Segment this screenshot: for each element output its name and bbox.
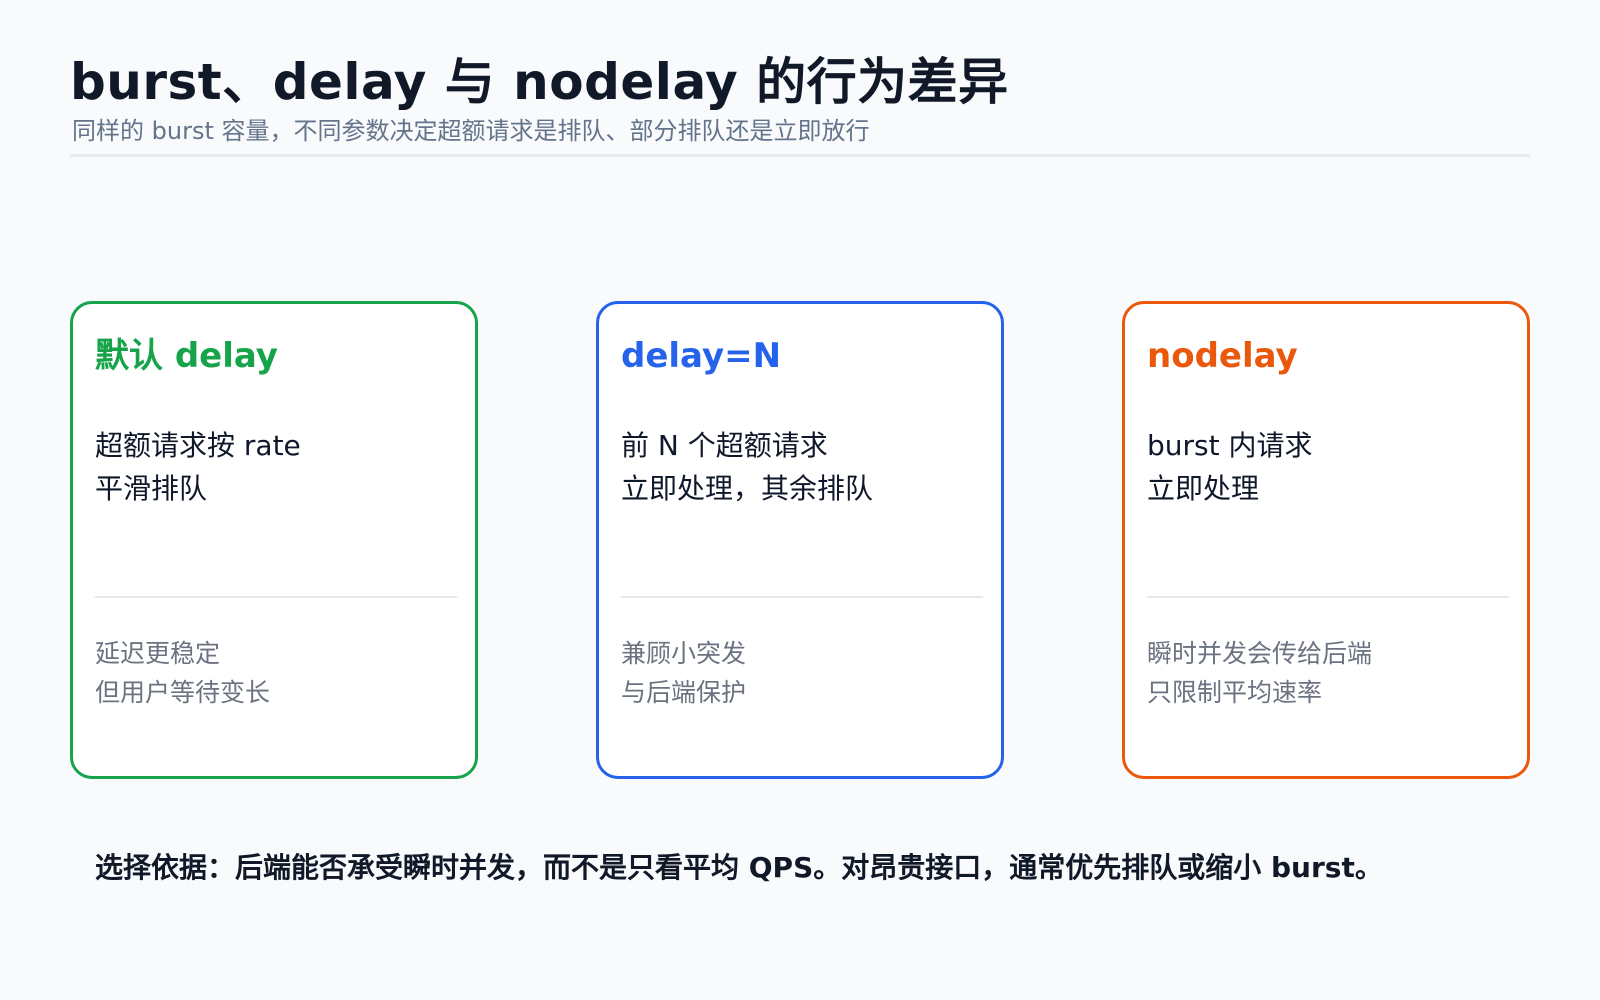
card-default-delay: 默认 delay 超额请求按 rate 平滑排队 延迟更稳定 但用户等待变长: [70, 301, 478, 779]
card-delay-n: delay=N 前 N 个超额请求 立即处理，其余排队 兼顾小突发 与后端保护: [596, 301, 1004, 779]
card-description-line: 立即处理，其余排队: [621, 472, 874, 505]
card-note-line: 瞬时并发会传给后端: [1147, 639, 1373, 668]
card-title: nodelay: [1147, 336, 1298, 376]
card-note: 兼顾小突发 与后端保护: [621, 634, 991, 712]
card-title: delay=N: [621, 336, 782, 376]
card-note: 延迟更稳定 但用户等待变长: [95, 634, 465, 712]
card-note: 瞬时并发会传给后端 只限制平均速率: [1147, 634, 1517, 712]
card-divider: [621, 596, 983, 598]
page-title: burst、delay 与 nodelay 的行为差异: [70, 53, 1009, 111]
card-description-line: 立即处理: [1147, 472, 1260, 505]
card-divider: [1147, 596, 1509, 598]
card-description-line: 前 N 个超额请求: [621, 429, 828, 462]
card-divider: [95, 596, 457, 598]
card-description-line: burst 内请求: [1147, 429, 1313, 462]
page-subtitle: 同样的 burst 容量，不同参数决定超额请求是排队、部分排队还是立即放行: [72, 117, 870, 145]
card-description: 前 N 个超额请求 立即处理，其余排队: [621, 424, 991, 510]
header-divider: [70, 154, 1530, 157]
card-note-line: 延迟更稳定: [95, 639, 221, 668]
card-note-line: 兼顾小突发: [621, 639, 747, 668]
card-title: 默认 delay: [95, 336, 278, 376]
card-note-line: 只限制平均速率: [1147, 678, 1323, 707]
card-description: burst 内请求 立即处理: [1147, 424, 1517, 510]
selection-basis-note: 选择依据：后端能否承受瞬时并发，而不是只看平均 QPS。对昂贵接口，通常优先排队…: [95, 851, 1383, 884]
card-nodelay: nodelay burst 内请求 立即处理 瞬时并发会传给后端 只限制平均速率: [1122, 301, 1530, 779]
card-note-line: 但用户等待变长: [95, 678, 271, 707]
card-description-line: 平滑排队: [95, 472, 208, 505]
card-description: 超额请求按 rate 平滑排队: [95, 424, 465, 510]
card-note-line: 与后端保护: [621, 678, 747, 707]
card-description-line: 超额请求按 rate: [95, 429, 301, 462]
